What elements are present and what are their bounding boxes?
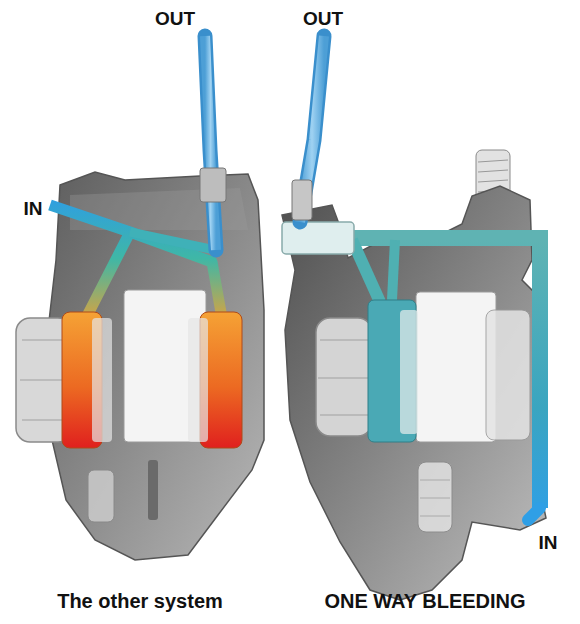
port-label: OUT <box>155 8 195 30</box>
port-label: IN <box>539 532 558 554</box>
figure-caption: ONE WAY BLEEDING <box>324 590 525 613</box>
port-label: IN <box>24 198 43 220</box>
figure-caption: The other system <box>57 590 223 613</box>
port-label: OUT <box>303 8 343 30</box>
